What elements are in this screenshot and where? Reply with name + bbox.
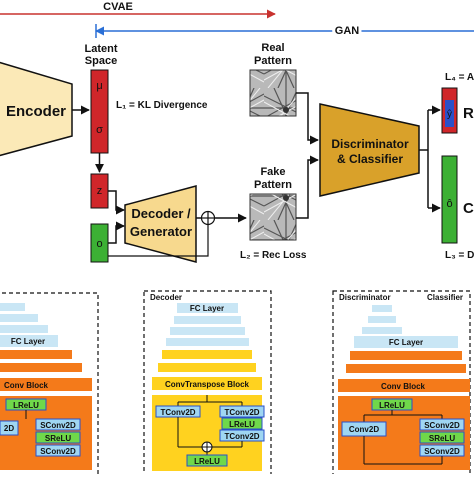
disc-fc-layer-label: FC Layer (389, 338, 423, 347)
l4-label: L₄ = A (445, 72, 474, 83)
disc-fc-layer (354, 336, 458, 348)
enc-layer-2 (0, 314, 38, 322)
cvae-label: CVAE (103, 1, 133, 13)
discriminator-panel: Discriminator Classifier FC Layer Conv B… (332, 290, 471, 479)
real-pattern-label-2: Pattern (254, 55, 292, 67)
encoder-block (0, 61, 73, 157)
dec-tconv-left-label: TConv2D (160, 408, 195, 417)
encoder-label: Encoder (6, 103, 66, 120)
sigma-symbol: σ (96, 124, 103, 136)
enc-layer-3 (0, 325, 48, 333)
discriminator-block (319, 103, 420, 197)
disc-srelu-label: SReLU (429, 434, 455, 443)
mu-symbol: μ (96, 80, 102, 92)
dec-fc-layer-label: FC Layer (190, 304, 224, 313)
o-to-decoder-arrow (108, 221, 125, 244)
fake-to-discriminator-arrow (296, 155, 319, 219)
disc-layer-5 (350, 351, 462, 360)
y-hat-symbol: ŷ (447, 109, 452, 120)
decoder-panel-frame (143, 290, 272, 479)
o-symbol: o (96, 238, 102, 250)
dec-fc-layer (177, 303, 238, 313)
right-real-fragment: R (463, 105, 474, 122)
enc-sconv-2 (35, 444, 81, 457)
disc-lrelu-label: LReLU (379, 401, 405, 410)
decoder-label-1: Decoder / (131, 206, 191, 221)
z-symbol: z (97, 185, 103, 197)
decoder-block (124, 185, 197, 263)
dec-lrelu-inner-label: LReLU (229, 420, 255, 429)
enc-layer-5 (0, 350, 72, 359)
decoder-label-2: Generator (130, 224, 192, 239)
dec-layer-2 (174, 316, 241, 324)
latent-space-label-1: Latent (85, 43, 118, 55)
discriminator-label-2: & Classifier (337, 152, 403, 166)
disc-layer-1 (372, 305, 392, 312)
latent-space-label-2: Space (85, 55, 117, 67)
kl-loss-label: L₁ = KL Divergence (116, 100, 208, 111)
disc-layer-2 (368, 316, 396, 323)
fake-pattern-label-1: Fake (260, 166, 285, 178)
dec-layer-5 (162, 350, 252, 359)
enc-fc-layer-label: FC Layer (11, 337, 45, 346)
o-to-plus-connector (108, 225, 209, 257)
z-to-decoder-arrow (108, 190, 125, 215)
dec-lrelu-inner (221, 417, 263, 430)
y-hat-inner (445, 100, 454, 127)
real-pattern-image (249, 69, 297, 117)
dec-convtranspose-block (152, 377, 262, 390)
fake-pattern-image (249, 193, 297, 241)
enc-srelu-label: SReLU (45, 434, 71, 443)
decoder-panel: Decoder FC Layer ConvTranspose Block TCo… (143, 290, 272, 479)
enc-sconv-1-label: SConv2D (40, 421, 76, 430)
disc-sconv-1 (419, 418, 465, 431)
disc-layer-3 (362, 327, 402, 334)
enc-conv-partial (0, 420, 19, 436)
disc-srelu (419, 431, 465, 444)
dec-lrelu-bottom (186, 454, 228, 467)
enc-srelu (35, 431, 81, 444)
enc-fc-layer (0, 335, 58, 347)
dec-layer-3 (170, 327, 245, 335)
discriminator-label-1: Discriminator (331, 137, 409, 151)
disc-layer-6 (346, 364, 466, 373)
disc-conv-left-label: Conv2D (349, 425, 379, 434)
enc-conv-block (0, 378, 92, 391)
dec-convtranspose-label: ConvTranspose Block (165, 380, 250, 389)
disc-conv-block (338, 379, 470, 392)
o-hat-block (441, 155, 458, 244)
dec-layer-4 (166, 338, 249, 346)
decoder-panel-title: Decoder (150, 293, 182, 302)
disc-panel-title-2: Classifier (427, 293, 463, 302)
dec-layer-6 (158, 363, 256, 372)
encoder-panel: FC Layer Conv Block LReLU 2D SConv2D SRe… (0, 292, 99, 479)
enc-sconv-2-label: SConv2D (40, 447, 76, 456)
fake-pattern-label-2: Pattern (254, 179, 292, 191)
enc-layer-1 (0, 303, 25, 311)
disc-sconv-1-label: SConv2D (424, 421, 460, 430)
disc-conv-block-label: Conv Block (381, 382, 426, 391)
o-hat-symbol: ô (446, 198, 452, 210)
right-class-fragment: C (463, 200, 474, 217)
enc-sconv-1 (35, 418, 81, 431)
real-pattern-label-1: Real (261, 42, 284, 54)
l3-label: L₃ = D (445, 250, 474, 261)
rec-loss-label: L₂ = Rec Loss (240, 250, 307, 261)
disc-panel-title-1: Discriminator (339, 293, 391, 302)
enc-layer-6 (0, 363, 82, 372)
disc-sconv-2-label: SConv2D (424, 447, 460, 456)
dec-tconv-right-1-label: TConv2D (224, 408, 259, 417)
enc-conv-partial-label: 2D (4, 424, 14, 433)
enc-conv-block-label: Conv Block (4, 381, 49, 390)
dec-lrelu-bottom-label: LReLU (194, 457, 220, 466)
real-to-discriminator-arrow (296, 92, 319, 145)
dec-tconv-right-2-label: TConv2D (224, 432, 259, 441)
dec-tconv-right-1 (219, 405, 265, 418)
gan-label: GAN (335, 25, 360, 37)
enc-lrelu-label: LReLU (13, 401, 39, 410)
